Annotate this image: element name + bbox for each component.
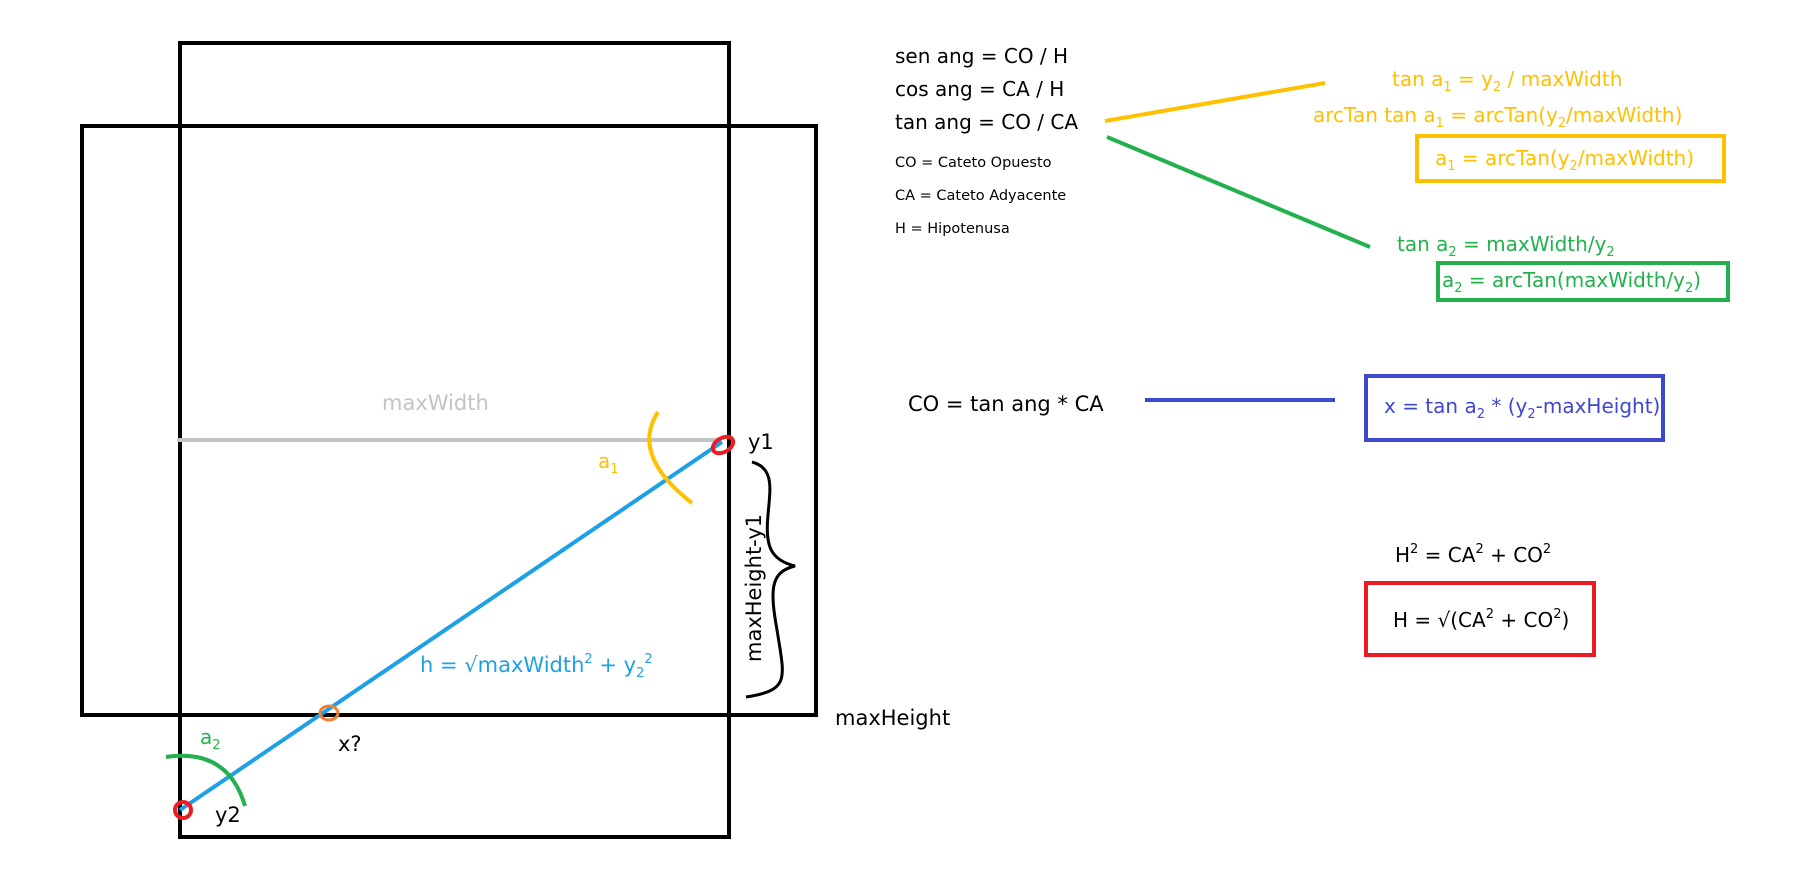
point-y1 <box>710 434 736 456</box>
blue-result-formula: x = tan a2 * (y2-maxHeight) <box>1384 394 1660 422</box>
x-question-label: x? <box>338 732 362 756</box>
green-result-box <box>1436 261 1730 302</box>
point-y2 <box>173 800 193 820</box>
green-connector <box>1106 135 1371 249</box>
co-equation: CO = tan ang * CA <box>908 392 1104 416</box>
yellow-formula-2: arcTan tan a1 = arcTan(y2/maxWidth) <box>1313 103 1682 131</box>
angle-a2-label: a2 <box>200 725 221 753</box>
def-tan: tan ang = CO / CA <box>895 110 1078 134</box>
max-height-y1-label: maxHeight-y1 <box>742 514 766 662</box>
hypotenuse-formula: h = √maxWidth2 + y22 <box>420 652 653 681</box>
hypotenuse-result-formula: H = √(CA2 + CO2) <box>1393 607 1569 632</box>
point-x <box>318 704 340 722</box>
def-cos: cos ang = CA / H <box>895 77 1064 101</box>
angle-a2-arc <box>165 753 247 807</box>
yellow-result-box <box>1415 134 1726 183</box>
def-h: H = Hipotenusa <box>895 221 1010 237</box>
yellow-result-formula: a1 = arcTan(y2/maxWidth) <box>1435 146 1694 174</box>
y2-label: y2 <box>215 803 241 827</box>
y1-label: y1 <box>748 430 774 454</box>
blue-result-box <box>1364 374 1665 442</box>
pythagoras-formula: H2 = CA2 + CO2 <box>1395 542 1551 567</box>
red-result-box <box>1364 581 1596 657</box>
hypotenuse-line <box>178 440 724 812</box>
angle-a1-arc <box>647 410 694 505</box>
yellow-connector <box>1104 81 1326 123</box>
green-formula-1: tan a2 = maxWidth/y2 <box>1397 232 1615 260</box>
wide-rectangle <box>80 124 818 717</box>
max-width-label: maxWidth <box>382 391 489 415</box>
brace-max-height-y1 <box>745 460 796 699</box>
green-result-formula: a2 = arcTan(maxWidth/y2) <box>1442 268 1701 296</box>
def-co: CO = Cateto Opuesto <box>895 155 1052 171</box>
def-ca: CA = Cateto Adyacente <box>895 188 1066 204</box>
max-height-label: maxHeight <box>835 706 950 730</box>
yellow-formula-1: tan a1 = y2 / maxWidth <box>1392 67 1622 95</box>
def-sen: sen ang = CO / H <box>895 44 1068 68</box>
angle-a1-label: a1 <box>598 449 619 477</box>
